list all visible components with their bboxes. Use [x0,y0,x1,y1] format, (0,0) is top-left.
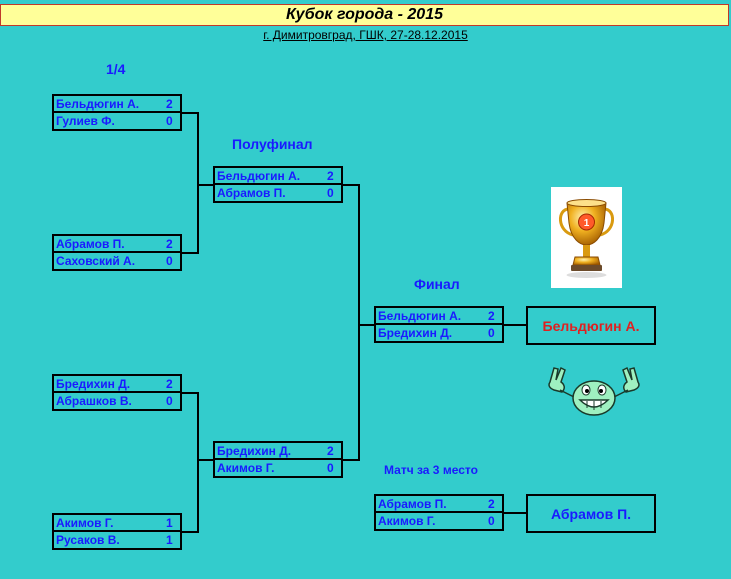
player-row: Бельдюгин А. 2 [213,166,343,185]
svg-text:1: 1 [584,218,590,229]
player-row: Бредихин Д. 2 [52,374,182,393]
champion-box: Бельдюгин А. [526,306,656,345]
connector-qf1-qf2 [182,112,199,254]
third-place-name: Абрамов П. [550,505,632,522]
connector-sf1-sf2 [343,184,360,461]
player-name: Абрамов П. [378,496,447,511]
player-score: 2 [166,96,173,111]
smiley-peace-icon [548,366,640,416]
player-name: Гулиев Ф. [56,114,115,128]
player-row: Бельдюгин А. 2 [52,94,182,113]
player-row: Акимов Г. 0 [213,460,343,478]
quarterfinal-4: Акимов Г. 1 Русаков В. 1 [52,513,182,550]
round-label-quarter: 1/4 [106,61,126,77]
player-score: 0 [488,326,495,340]
player-row: Абрамов П. 2 [374,494,504,513]
player-score: 2 [166,236,173,251]
player-name: Бельдюгин А. [217,168,301,183]
trophy-image: 1 [551,187,622,288]
player-row: Акимов Г. 0 [374,513,504,531]
quarterfinal-3: Бредихин Д. 2 Абрашков В. 0 [52,374,182,411]
player-name: Русаков В. [56,533,120,547]
player-name: Акимов Г. [217,461,275,475]
player-score: 2 [488,308,495,323]
player-name: Саховский А. [56,254,136,268]
final-match: Бельдюгин А. 2 Бредихин Д. 0 [374,306,504,343]
player-row: Гулиев Ф. 0 [52,113,182,131]
semifinal-1: Бельдюгин А. 2 Абрамов П. 0 [213,166,343,203]
player-name: Бредихин Д. [56,376,131,391]
player-row: Бредихин Д. 0 [374,325,504,343]
player-score: 2 [488,496,495,511]
player-score: 0 [488,514,495,528]
player-score: 0 [166,394,173,408]
connector-qf3-qf4 [182,392,199,533]
player-name: Бельдюгин А. [56,96,140,111]
player-name: Бельдюгин А. [378,308,462,323]
player-name: Акимов Г. [378,514,436,528]
quarterfinal-2: Абрамов П. 2 Саховский А. 0 [52,234,182,271]
semifinal-2: Бредихин Д. 2 Акимов Г. 0 [213,441,343,478]
player-name: Бредихин Д. [378,326,453,340]
player-row: Русаков В. 1 [52,532,182,550]
player-name: Абрамов П. [56,236,125,251]
third-place-match: Абрамов П. 2 Акимов Г. 0 [374,494,504,531]
player-row: Акимов Г. 1 [52,513,182,532]
third-place-box: Абрамов П. [526,494,656,533]
page-title: Кубок города - 2015 [0,4,729,26]
player-name: Абрамов П. [217,186,286,200]
page-subtitle: г. Димитровград, ГШК, 27-28.12.2015 [263,28,468,42]
player-score: 2 [327,168,334,183]
champion-name: Бельдюгин А. [542,317,640,334]
player-score: 2 [327,443,334,458]
trophy-icon: 1 [559,199,614,278]
round-label-semi: Полуфинал [232,136,313,152]
round-label-third-place: Матч за 3 место [384,463,478,477]
player-score: 2 [166,376,173,391]
player-name: Бредихин Д. [217,443,292,458]
quarterfinal-1: Бельдюгин А. 2 Гулиев Ф. 0 [52,94,182,131]
player-score: 1 [166,533,173,547]
player-score: 1 [166,515,173,530]
player-row: Абрашков В. 0 [52,393,182,411]
player-row: Абрамов П. 2 [52,234,182,253]
player-row: Саховский А. 0 [52,253,182,271]
player-name: Акимов Г. [56,515,114,530]
round-label-final: Финал [414,276,460,292]
player-row: Абрамов П. 0 [213,185,343,203]
player-name: Абрашков В. [56,394,132,408]
player-score: 0 [166,114,173,128]
player-score: 0 [327,186,334,200]
player-score: 0 [327,461,334,475]
player-row: Бельдюгин А. 2 [374,306,504,325]
player-row: Бредихин Д. 2 [213,441,343,460]
player-score: 0 [166,254,173,268]
